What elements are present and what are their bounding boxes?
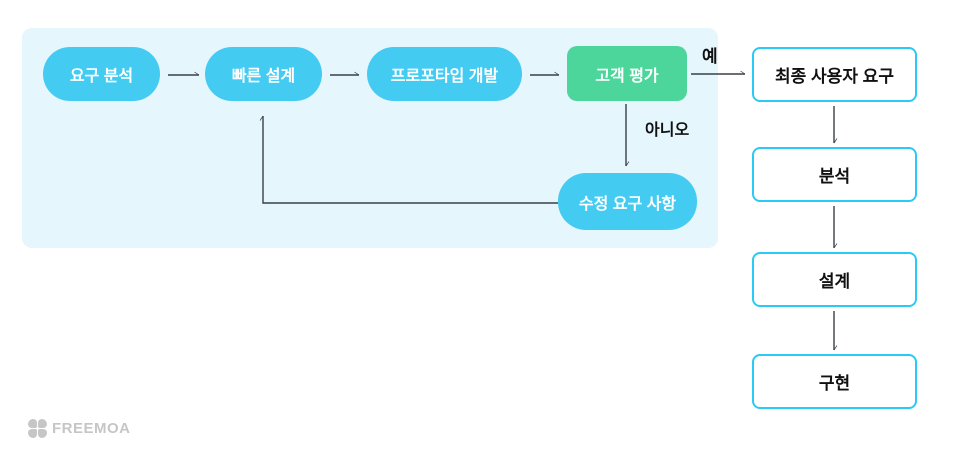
node-requirement-analysis: 요구 분석 (43, 47, 160, 101)
node-implementation: 구현 (752, 354, 917, 409)
node-revision-requirements: 수정 요구 사항 (558, 173, 697, 230)
clover-icon (28, 419, 47, 438)
label-no: 아니오 (645, 122, 690, 139)
node-customer-evaluation: 고객 평가 (567, 46, 687, 101)
node-design: 설계 (752, 252, 917, 307)
logo-text: FREEMOA (52, 420, 131, 437)
node-analysis: 분석 (752, 147, 917, 202)
label-yes: 예 (702, 47, 718, 66)
node-prototype-development: 프로포타입 개발 (367, 47, 522, 101)
node-final-user-requirements: 최종 사용자 요구 (752, 47, 917, 102)
node-quick-design: 빠른 설계 (205, 47, 322, 101)
freemoa-logo: FREEMOA (28, 419, 131, 438)
